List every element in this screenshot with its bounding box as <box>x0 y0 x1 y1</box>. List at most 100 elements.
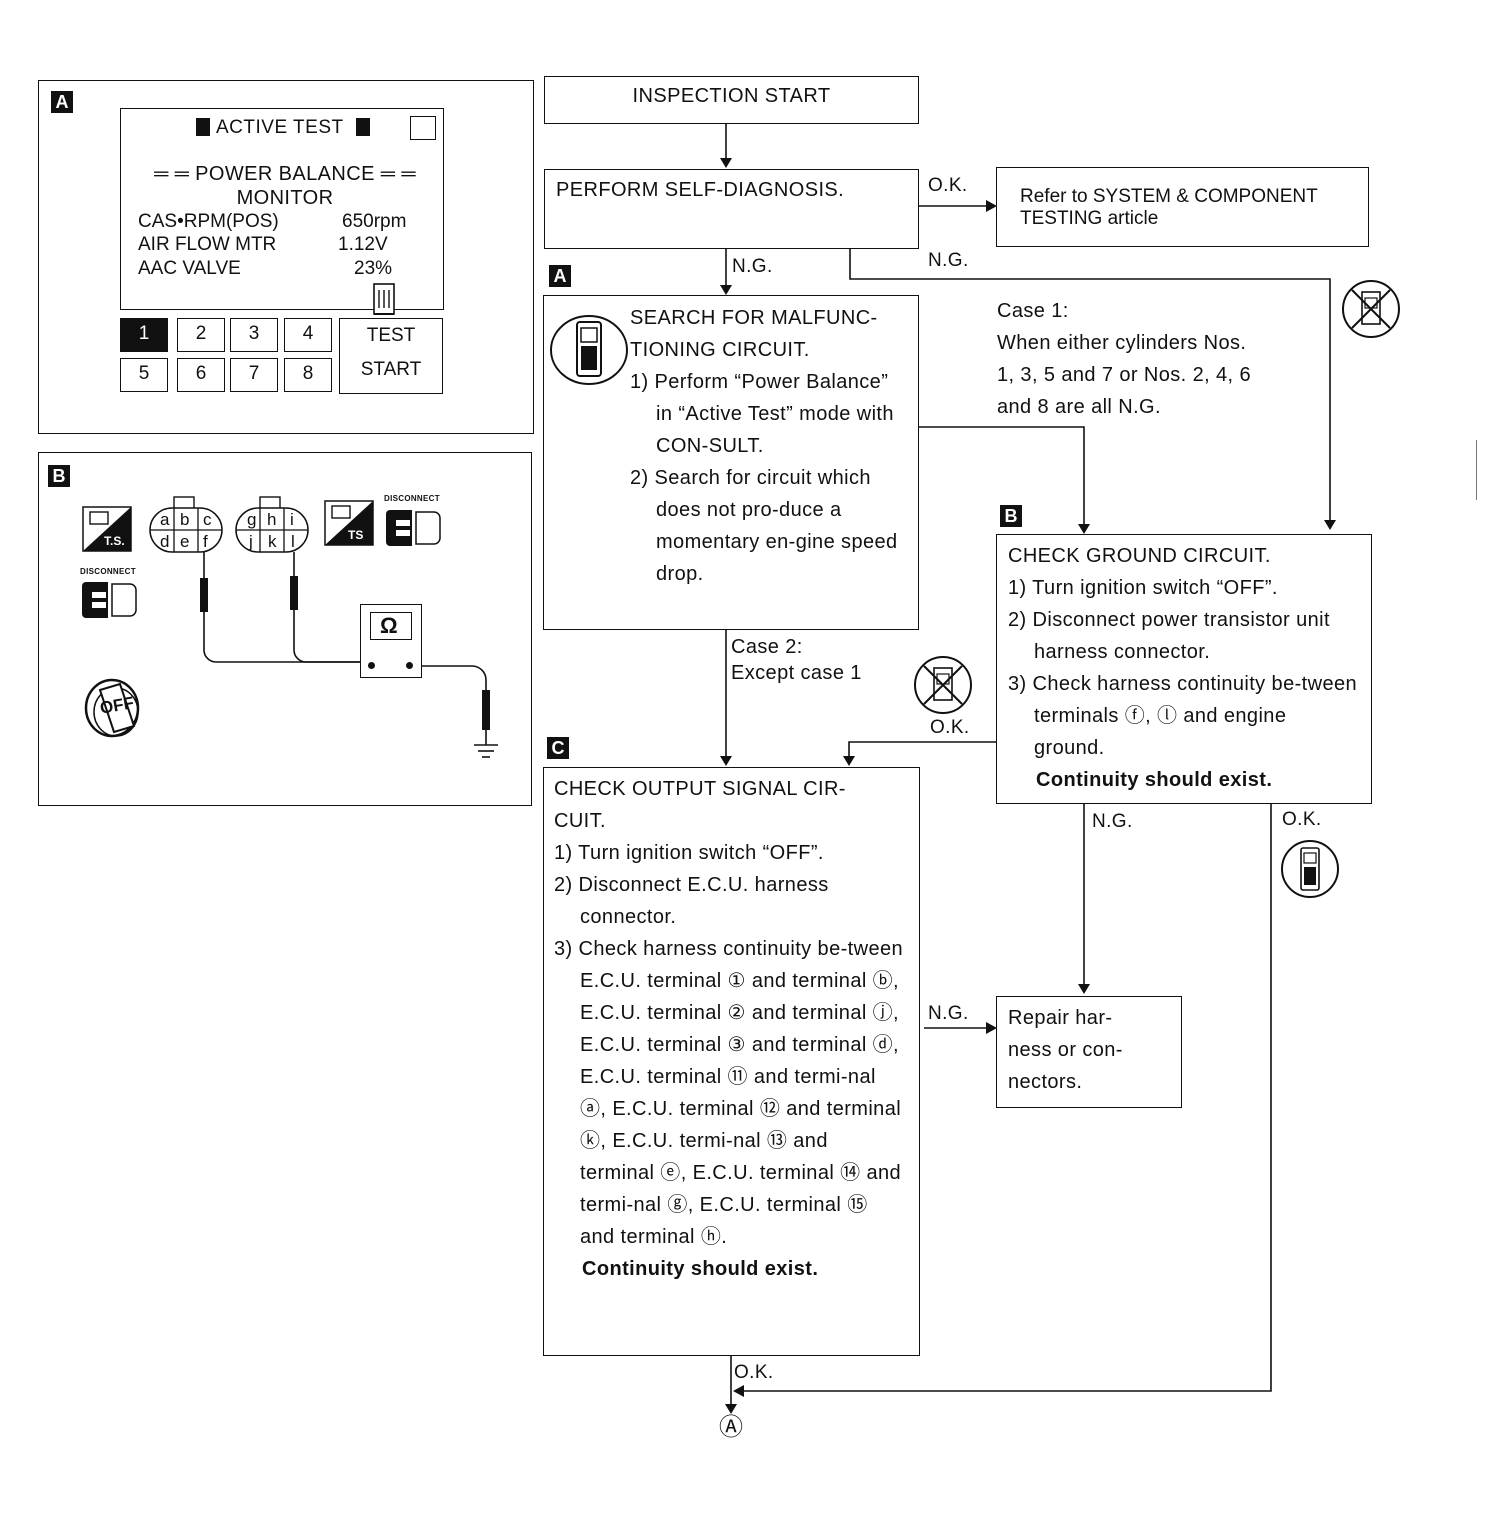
search-title: SEARCH FOR MALFUNC- TIONING CIRCUIT. <box>630 302 914 366</box>
double-dash: ═ ═ <box>374 163 416 185</box>
test-start-line1: TEST <box>366 325 416 346</box>
screen-row-label: AAC VALVE <box>138 258 241 279</box>
output-step: 3) Check harness continuity be-tween E.C… <box>554 938 904 1248</box>
ts-label: T.S. <box>104 534 125 548</box>
inspection-start-box <box>544 76 919 124</box>
tag-b: B <box>48 465 70 487</box>
repair-box <box>996 996 1182 1108</box>
case1-text: Case 1: When either cylinders Nos. 1, 3,… <box>997 295 1251 423</box>
self-diagnosis-box <box>544 169 919 249</box>
pin-label: e <box>180 532 190 551</box>
search-title-line: SEARCH FOR MALFUNC- <box>630 307 878 329</box>
key-6[interactable]: 6 <box>177 358 225 392</box>
ng-label: N.G. <box>928 1003 969 1024</box>
test-start-line2: START <box>360 359 422 380</box>
block-icon <box>355 118 370 136</box>
output-step: 2) Disconnect E.C.U. harness connector. <box>554 874 829 928</box>
tag-c: C <box>547 737 569 759</box>
key-5[interactable]: 5 <box>120 358 168 392</box>
edge-mark <box>1476 440 1477 500</box>
pin-label: i <box>290 510 294 529</box>
no-consult-icon <box>914 656 972 714</box>
repair-text: Repair har- ness or con- nectors. <box>1008 1002 1123 1098</box>
consult-screen <box>120 108 444 310</box>
ground-circuit-content: CHECK GROUND CIRCUIT. 1) Turn ignition s… <box>1008 540 1358 796</box>
pin-label: h <box>267 510 277 529</box>
output-signal-content: CHECK OUTPUT SIGNAL CIR- CUIT. 1) Turn i… <box>554 773 906 1285</box>
terminal-dot <box>368 662 375 669</box>
tag-a: A <box>51 91 73 113</box>
screen-row-value: 1.12V <box>338 234 388 255</box>
block-icon <box>196 118 210 136</box>
ts-label: TS <box>348 528 364 542</box>
key-1[interactable]: 1 <box>120 318 168 352</box>
pin-label: g <box>247 510 257 529</box>
ground-step: 2) Disconnect power transistor unit harn… <box>1008 609 1330 663</box>
terminal-dot <box>406 662 413 669</box>
key-4[interactable]: 4 <box>284 318 332 352</box>
connector-2-icon <box>235 496 309 553</box>
output-title-line: CHECK OUTPUT SIGNAL CIR- <box>554 778 846 800</box>
double-dash: ═ ═ <box>154 163 196 185</box>
pin-label: b <box>180 510 190 529</box>
pin-label: d <box>160 532 170 551</box>
key-3[interactable]: 3 <box>230 318 278 352</box>
search-step: 1) Perform “Power Balance” in “Active Te… <box>630 371 894 457</box>
pointing-hand-icon <box>373 283 395 315</box>
screen-row-value: 650rpm <box>342 211 407 232</box>
case1-line: Case 1: <box>997 300 1069 322</box>
ground-step: 3) Check harness continuity be-tween ter… <box>1008 673 1358 759</box>
ok-label: O.K. <box>1282 809 1322 830</box>
refer-box <box>996 167 1369 247</box>
ok-label: O.K. <box>734 1362 774 1383</box>
pin-label: f <box>203 532 208 551</box>
ground-step: 1) Turn ignition switch “OFF”. <box>1008 577 1278 599</box>
case2-line: Except case 1 <box>731 662 862 684</box>
screen-row-label: AIR FLOW MTR <box>138 234 277 255</box>
ground-title: CHECK GROUND CIRCUIT. <box>1008 545 1271 567</box>
key-7[interactable]: 7 <box>230 358 278 392</box>
refer-line: Refer to SYSTEM & COMPONENT <box>1020 186 1318 207</box>
end-marker: Ⓐ <box>719 1414 743 1441</box>
continuity-note: Continuity should exist. <box>1036 769 1273 791</box>
disconnect-connector-icon <box>82 582 137 618</box>
pin-label: c <box>203 510 212 529</box>
pin-label: j <box>249 532 253 551</box>
search-title-line: TIONING CIRCUIT. <box>630 339 810 361</box>
screen-title-line2: MONITOR <box>236 187 334 209</box>
ok-label: O.K. <box>928 175 968 196</box>
repair-line: Repair har- <box>1008 1007 1113 1029</box>
key-8[interactable]: 8 <box>284 358 332 392</box>
ground-circuit-box <box>996 534 1372 804</box>
output-signal-box <box>543 767 920 1356</box>
inspection-start-label: INSPECTION START <box>632 85 831 107</box>
case1-line: When either cylinders Nos. <box>997 332 1247 354</box>
output-title-line: CUIT. <box>554 810 606 832</box>
key-2[interactable]: 2 <box>177 318 225 352</box>
ts-icon <box>82 506 132 552</box>
ohmmeter-display <box>370 612 412 640</box>
consult-tester-icon <box>1281 840 1339 898</box>
disconnect-connector-icon <box>386 510 441 546</box>
screen-header-text: ACTIVE TEST <box>216 117 344 138</box>
case1-line: and 8 are all N.G. <box>997 396 1161 418</box>
screen-title-row: ═ ═ POWER BALANCE ═ ═ <box>130 162 440 186</box>
ng-label: N.G. <box>928 250 969 271</box>
screen-header: ACTIVE TEST <box>196 116 370 140</box>
pin-label: k <box>268 532 277 551</box>
disconnect-label: DISCONNECT <box>80 567 136 576</box>
screen-checkbox[interactable] <box>410 116 436 140</box>
test-start-key[interactable]: TEST START <box>339 318 443 394</box>
ohm-symbol: Ω <box>380 613 398 638</box>
screen-title-line1: POWER BALANCE <box>195 163 375 185</box>
tag-b: B <box>1000 505 1022 527</box>
ng-label: N.G. <box>1092 811 1133 832</box>
refer-text: Refer to SYSTEM & COMPONENT TESTING arti… <box>1020 186 1318 230</box>
continuity-note: Continuity should exist. <box>582 1258 819 1280</box>
self-diagnosis-label: PERFORM SELF-DIAGNOSIS. <box>556 179 845 201</box>
ignition-key-icon <box>84 678 140 738</box>
disconnect-label: DISCONNECT <box>384 494 440 503</box>
no-consult-icon <box>1342 280 1400 338</box>
refer-line: TESTING article <box>1020 208 1159 229</box>
